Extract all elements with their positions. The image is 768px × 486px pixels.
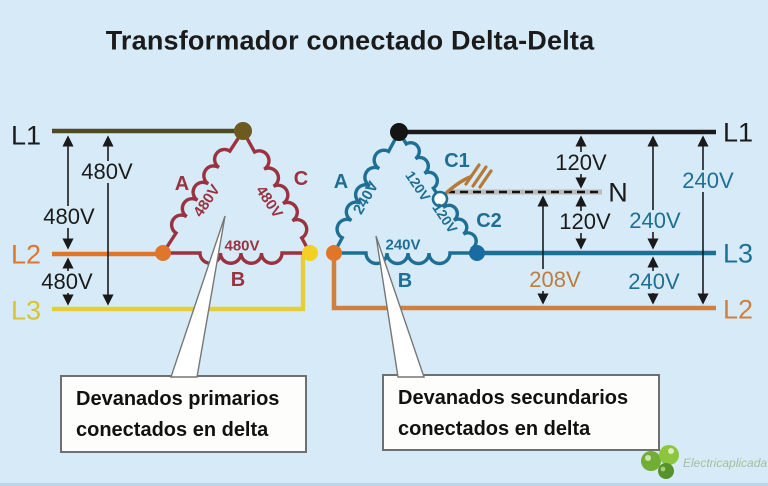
secondary-callout-line2: conectados en delta [398, 418, 591, 440]
secondary-right-node [469, 245, 485, 261]
callout-pointers [170, 215, 425, 378]
meas-480v-l2-l3: 480V [38, 271, 96, 293]
secondary-line-group [331, 129, 716, 311]
meas-240v-l1-l3: 240V [626, 210, 684, 232]
l2-right-wire [331, 255, 716, 311]
primary-callout-box: Devanados primarios conectados en delta [60, 375, 307, 453]
watermark-text: Electricaplicada [683, 456, 768, 470]
secondary-callout-line1: Devanados secundarios [398, 387, 629, 409]
bottom-edge [0, 483, 768, 486]
secondary-winding-b-coil [332, 251, 479, 266]
secondary-winding-b-label: B [397, 270, 413, 292]
primary-l1-label: L1 [10, 120, 42, 151]
secondary-winding-c1-coil [397, 130, 441, 199]
primary-apex-node [234, 122, 252, 140]
secondary-winding-a-label: A [333, 171, 349, 193]
secondary-apex-node [390, 123, 408, 141]
primary-l2-label: L2 [10, 239, 42, 270]
primary-l3-label: L3 [10, 295, 42, 326]
secondary-callout-box: Devanados secundarios conectados en delt… [382, 374, 660, 451]
secondary-winding-a-coil [332, 130, 401, 255]
meas-120v-l1-n: 120V [552, 152, 610, 174]
ground-symbol [442, 163, 493, 197]
primary-callout-line1: Devanados primarios [76, 388, 280, 410]
secondary-winding-c2-label: C2 [476, 210, 502, 232]
secondary-l3-label: L3 [722, 238, 754, 269]
secondary-winding-c1-label: C1 [444, 150, 470, 172]
neutral-label: N [608, 177, 628, 208]
primary-winding-a-label: A [174, 173, 190, 195]
secondary-l2-label: L2 [722, 294, 754, 325]
meas-208v-n-l2: 208V [526, 269, 584, 291]
secondary-left-node [326, 245, 342, 261]
primary-callout-line2: conectados en delta [76, 419, 269, 441]
primary-right-node [302, 245, 318, 261]
meas-480v-l1-l2: 480V [40, 206, 98, 228]
meas-120v-n-l3: 120V [556, 211, 614, 233]
primary-left-node [155, 245, 171, 261]
secondary-winding-b-voltage: 240V [385, 236, 421, 254]
meas-240v-l3-l2: 240V [625, 271, 683, 293]
meas-480v-l1-l3: 480V [78, 161, 136, 183]
center-tap-node [431, 190, 449, 208]
secondary-l1-label: L1 [722, 117, 754, 148]
secondary-winding-c2-coil [439, 199, 479, 255]
primary-winding-b-label: B [230, 269, 246, 291]
primary-winding-b-coil [161, 251, 312, 265]
secondary-callout-pointer [375, 235, 425, 378]
page-title: Transformador conectado Delta-Delta [105, 25, 595, 56]
watermark-logo-icon [641, 445, 679, 479]
primary-winding-c-coil [241, 129, 312, 255]
primary-winding-b-voltage: 480V [224, 237, 260, 255]
primary-callout-pointer [170, 215, 226, 378]
primary-winding-a-coil [161, 129, 245, 255]
node-dots [155, 122, 485, 261]
primary-winding-c-label: C [293, 168, 309, 190]
meas-240v-l1-l2: 240V [679, 170, 737, 192]
